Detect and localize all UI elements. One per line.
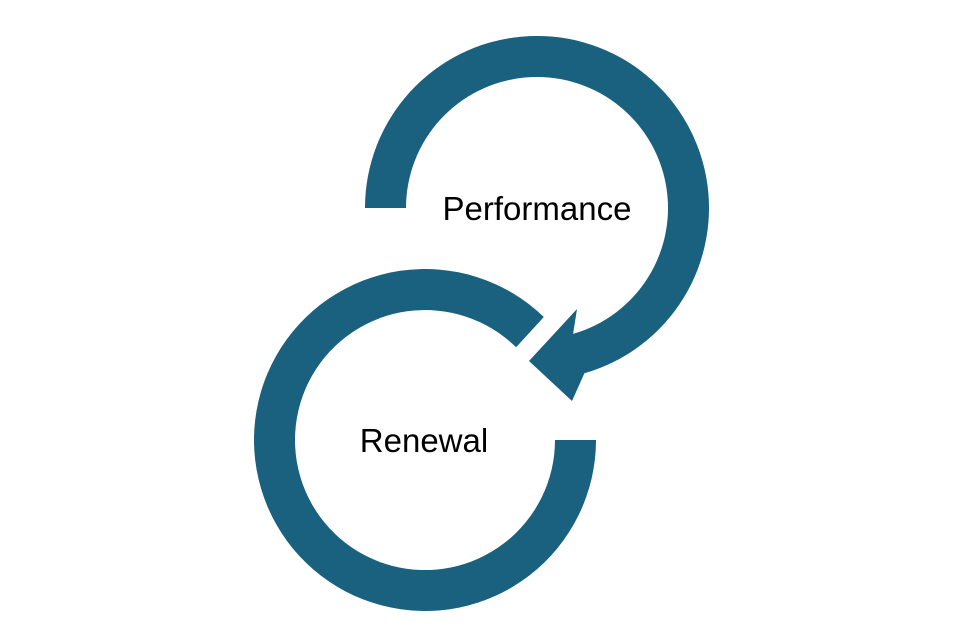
- performance-label: Performance: [443, 190, 632, 227]
- performance-node: Performance: [364, 35, 709, 402]
- renewal-node: Renewal: [254, 268, 597, 611]
- renewal-label: Renewal: [360, 422, 488, 459]
- performance-arrow-ring: [364, 35, 709, 402]
